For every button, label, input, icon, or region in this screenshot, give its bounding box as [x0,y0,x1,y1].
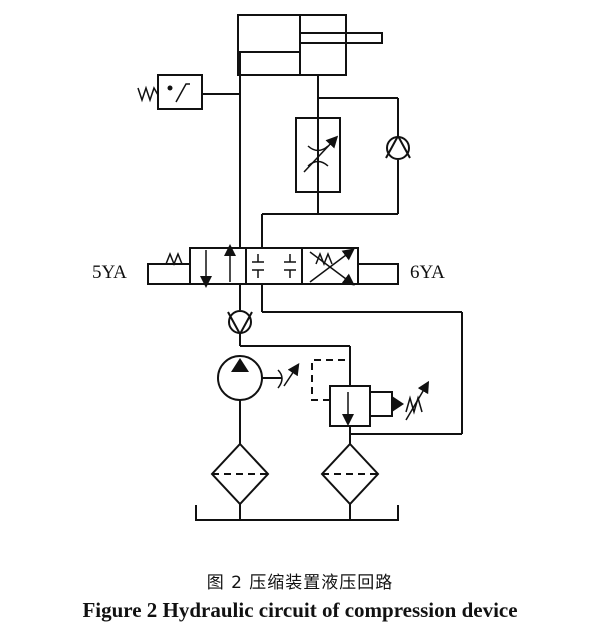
caption-english: Figure 2 Hydraulic circuit of compressio… [82,598,518,622]
return-line [261,284,463,435]
solenoid-label-5ya: 5YA [92,262,127,283]
hydraulic-pump [217,345,350,444]
relief-valve [311,346,430,444]
filter-left [210,442,270,520]
hydraulic-circuit-diagram: 5YA 6YA [92,14,463,521]
solenoid-label-6ya: 6YA [410,262,445,283]
caption-chinese: 图 2 压缩装置液压回路 [206,573,394,593]
pump-check-valve [227,284,253,346]
bypass-check-valve [261,97,411,248]
pressure-switch [137,74,240,110]
throttle-valve [295,117,341,193]
hydraulic-cylinder [237,14,383,76]
oil-tank [195,505,399,521]
directional-valve: 5YA 6YA [92,244,445,288]
filter-right [320,442,380,520]
